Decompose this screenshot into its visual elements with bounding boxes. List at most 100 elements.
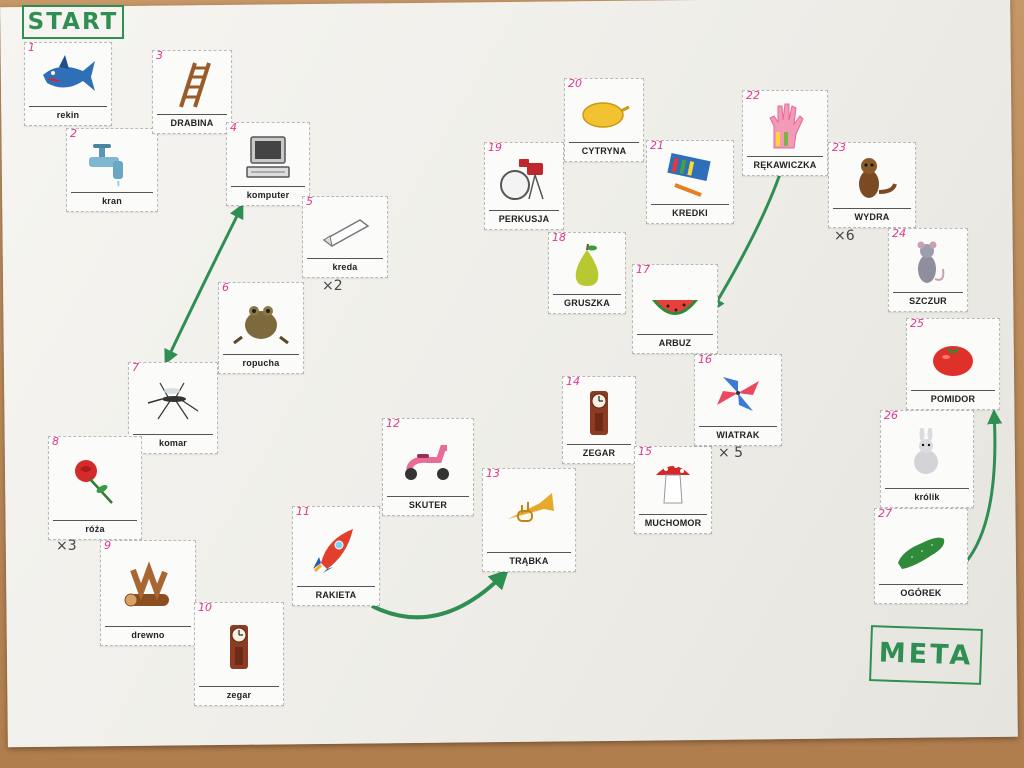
square-word: CYTRYNA — [569, 142, 639, 159]
board-square-1[interactable]: 1 rekin — [24, 41, 112, 126]
board-square-14[interactable]: 14 ZEGAR — [562, 375, 636, 464]
square-word: ZEGAR — [567, 444, 631, 461]
square-number: 11 — [296, 505, 310, 518]
board-square-9[interactable]: 9 drewno — [100, 539, 196, 646]
board-square-23[interactable]: 23 WYDRA — [828, 141, 916, 228]
board-square-25[interactable]: 25 POMIDOR — [906, 317, 1000, 410]
board-square-13[interactable]: 13 TRĄBKA — [482, 467, 576, 572]
board-square-8[interactable]: 8 róża — [48, 435, 142, 540]
board-square-5[interactable]: 5 kreda — [302, 195, 388, 278]
square-number: 1 — [28, 41, 35, 54]
square-word: WIATRAK — [699, 426, 777, 443]
square-number: 17 — [636, 263, 650, 276]
square-word: RĘKAWICZKA — [747, 156, 823, 173]
square-word: ARBUZ — [637, 334, 713, 351]
pinwheel-icon — [717, 377, 759, 411]
multiplier-mark-after-5: ×2 — [322, 278, 343, 294]
grandfather-clock-icon — [230, 625, 248, 669]
square-word: OGÓREK — [879, 584, 963, 601]
square-word: ropucha — [223, 354, 299, 371]
board-square-11[interactable]: 11 RAKIETA — [292, 505, 380, 606]
square-word: WYDRA — [833, 208, 911, 225]
square-word: kreda — [307, 258, 383, 275]
square-word: DRABINA — [157, 114, 227, 131]
board-square-3[interactable]: 3 DRABINA — [152, 49, 232, 134]
board-square-27[interactable]: 27 OGÓREK — [874, 507, 968, 604]
square-word: SKUTER — [387, 496, 469, 513]
square-word: królik — [885, 488, 969, 505]
square-word: róża — [53, 520, 137, 537]
board-square-26[interactable]: 26 królik — [880, 409, 974, 508]
square-word: PERKUSJA — [489, 210, 559, 227]
square-number: 16 — [698, 353, 712, 366]
board-square-22[interactable]: 22 RĘKAWICZKA — [742, 89, 828, 176]
square-word: drewno — [105, 626, 191, 643]
tomato-icon — [933, 346, 973, 376]
board-square-18[interactable]: 18 GRUSZKA — [548, 231, 626, 314]
rat-icon — [917, 241, 945, 283]
square-word: RAKIETA — [297, 586, 375, 603]
square-number: 13 — [486, 467, 500, 480]
trumpet-icon — [508, 493, 554, 522]
square-number: 2 — [70, 127, 77, 140]
square-number: 5 — [306, 195, 313, 208]
board-square-2[interactable]: 2 kran — [66, 127, 158, 212]
square-number: 15 — [638, 445, 652, 458]
square-number: 12 — [386, 417, 400, 430]
board-square-24[interactable]: 24 SZCZUR — [888, 227, 968, 312]
board-square-16[interactable]: 16 WIATRAK — [694, 353, 782, 446]
rocket-icon — [313, 529, 353, 573]
square-number: 14 — [566, 375, 580, 388]
square-word: MUCHOMOR — [639, 514, 707, 531]
lemon-icon — [582, 102, 630, 128]
square-number: 26 — [884, 409, 898, 422]
square-number: 27 — [878, 507, 892, 520]
square-number: 9 — [104, 539, 111, 552]
start-sign: START — [22, 5, 124, 39]
chalk-icon — [322, 219, 370, 248]
otter-icon — [859, 158, 897, 198]
square-word: rekin — [29, 106, 107, 123]
square-word: komar — [133, 434, 213, 451]
toadstool-icon — [656, 464, 690, 504]
grandfather-clock-icon — [590, 391, 608, 435]
square-number: 6 — [222, 281, 229, 294]
board-square-10[interactable]: 10 zegar — [194, 601, 284, 706]
glove-icon — [769, 103, 804, 149]
square-number: 8 — [52, 435, 59, 448]
square-number: 10 — [198, 601, 212, 614]
board-square-17[interactable]: 17 ARBUZ — [632, 263, 718, 354]
mosquito-icon — [147, 382, 199, 420]
board-square-21[interactable]: 21 KREDKI — [646, 139, 734, 224]
square-number: 4 — [230, 121, 237, 134]
square-number: 21 — [650, 139, 664, 152]
watermelon-icon — [652, 300, 698, 315]
multiplier-mark-after-16: × 5 — [718, 445, 744, 461]
computer-icon — [246, 136, 290, 178]
board-square-6[interactable]: 6 ropucha — [218, 281, 304, 374]
rabbit-icon — [914, 428, 938, 474]
toad-icon — [233, 306, 289, 345]
shark-icon — [43, 55, 95, 91]
square-number: 22 — [746, 89, 760, 102]
scooter-icon — [405, 445, 449, 480]
square-word: SZCZUR — [893, 292, 963, 309]
multiplier-mark-after-8: ×3 — [56, 538, 77, 554]
square-word: komputer — [231, 186, 305, 203]
square-number: 3 — [156, 49, 163, 62]
multiplier-mark-after-23: ×6 — [834, 228, 855, 244]
rose-icon — [75, 460, 113, 504]
board-square-19[interactable]: 19 PERKUSJA — [484, 141, 564, 230]
square-number: 20 — [568, 77, 582, 90]
board-square-12[interactable]: 12 SKUTER — [382, 417, 474, 516]
board-square-7[interactable]: 7 komar — [128, 361, 218, 454]
square-number: 7 — [132, 361, 139, 374]
board-square-20[interactable]: 20 CYTRYNA — [564, 77, 644, 162]
board-square-4[interactable]: 4 komputer — [226, 121, 310, 206]
board-square-15[interactable]: 15 MUCHOMOR — [634, 445, 712, 534]
square-word: KREDKI — [651, 204, 729, 221]
square-word: TRĄBKA — [487, 552, 571, 569]
finish-sign: META — [869, 625, 983, 685]
cucumber-icon — [898, 537, 945, 569]
square-word: POMIDOR — [911, 390, 995, 407]
